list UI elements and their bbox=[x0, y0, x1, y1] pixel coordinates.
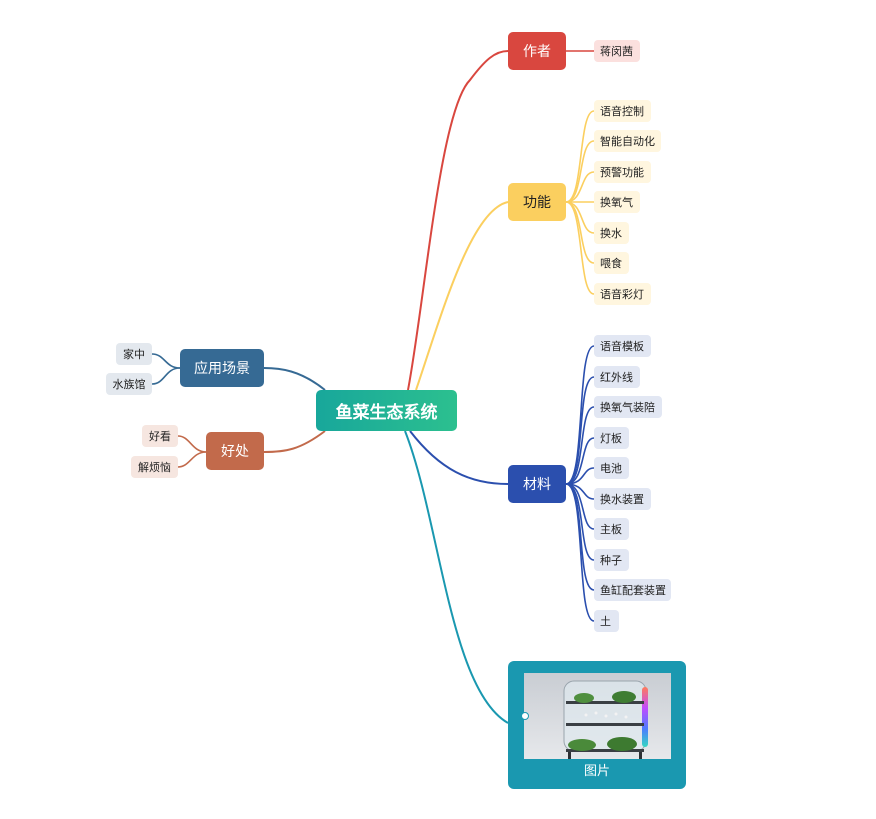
leaf-benefit[interactable]: 好看 bbox=[142, 425, 178, 447]
branch-scenes[interactable]: 应用场景 bbox=[180, 349, 264, 387]
leaf-function[interactable]: 智能自动化 bbox=[594, 130, 661, 152]
leaf-scene[interactable]: 家中 bbox=[116, 343, 152, 365]
leaf-material[interactable]: 种子 bbox=[594, 549, 629, 571]
aquarium-image bbox=[524, 673, 671, 759]
leaf-material[interactable]: 红外线 bbox=[594, 366, 640, 388]
root-node[interactable]: 鱼菜生态系统 bbox=[316, 390, 457, 431]
leaf-material[interactable]: 土 bbox=[594, 610, 619, 632]
leaf-function[interactable]: 预警功能 bbox=[594, 161, 651, 183]
leaf-author-name[interactable]: 蒋闵茜 bbox=[594, 40, 640, 62]
leaf-material[interactable]: 灯板 bbox=[594, 427, 629, 449]
branch-functions[interactable]: 功能 bbox=[508, 183, 566, 221]
branch-picture[interactable]: 图片 bbox=[508, 661, 686, 789]
leaf-material[interactable]: 换氧气装陪 bbox=[594, 396, 662, 418]
leaf-function[interactable]: 换氧气 bbox=[594, 191, 640, 213]
branch-author[interactable]: 作者 bbox=[508, 32, 566, 70]
leaf-material[interactable]: 主板 bbox=[594, 518, 629, 540]
branch-benefits[interactable]: 好处 bbox=[206, 432, 264, 470]
leaf-material[interactable]: 鱼缸配套装置 bbox=[594, 579, 671, 601]
leaf-material[interactable]: 语音模板 bbox=[594, 335, 651, 357]
leaf-scene[interactable]: 水族馆 bbox=[106, 373, 152, 395]
leaf-benefit[interactable]: 解烦恼 bbox=[131, 456, 178, 478]
leaf-function[interactable]: 喂食 bbox=[594, 252, 629, 274]
leaf-function[interactable]: 语音彩灯 bbox=[594, 283, 651, 305]
leaf-material[interactable]: 换水装置 bbox=[594, 488, 651, 510]
leaf-material[interactable]: 电池 bbox=[594, 457, 629, 479]
leaf-function[interactable]: 语音控制 bbox=[594, 100, 651, 122]
picture-connector-dot bbox=[521, 712, 529, 720]
picture-caption: 图片 bbox=[583, 764, 610, 779]
branch-materials[interactable]: 材料 bbox=[508, 465, 566, 503]
leaf-function[interactable]: 换水 bbox=[594, 222, 629, 244]
